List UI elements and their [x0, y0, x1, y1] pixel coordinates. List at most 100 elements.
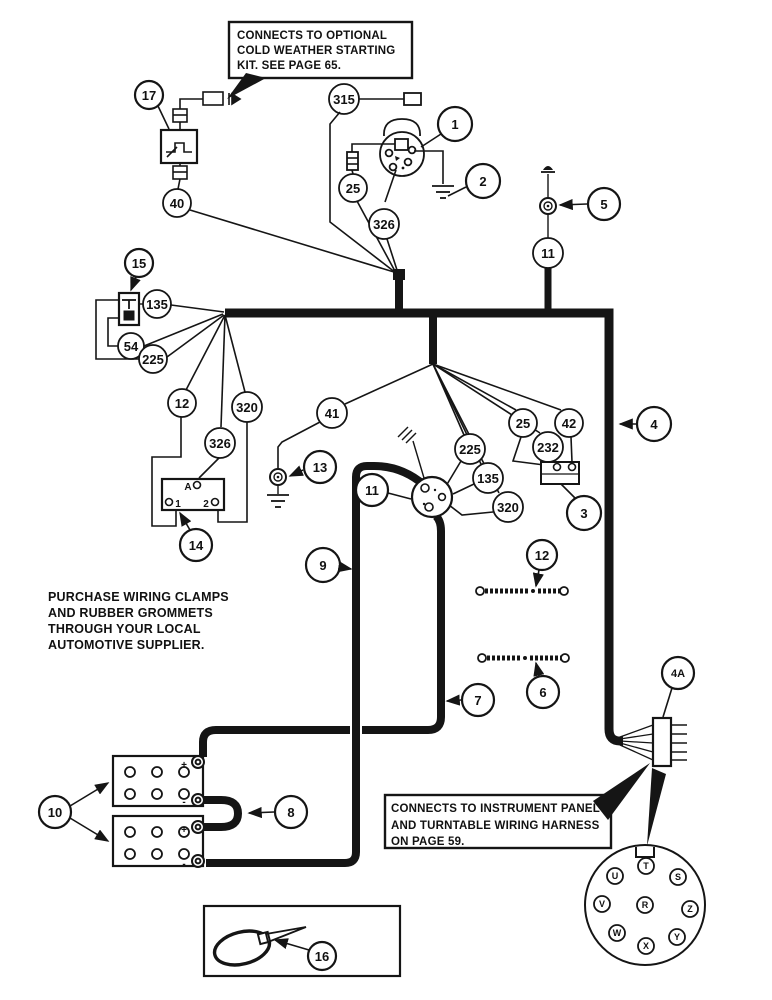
svg-text:W: W [613, 928, 622, 938]
callout-13 [302, 449, 338, 485]
wire-label-25 [338, 173, 368, 203]
callout-4a [660, 655, 696, 691]
instrument-note-box [383, 793, 613, 850]
svg-text:V: V [599, 899, 605, 909]
svg-text:8: 8 [287, 805, 294, 820]
polarity-b1-top: + [181, 760, 187, 771]
relay-17-mark [166, 146, 178, 158]
svg-text:315: 315 [333, 92, 355, 107]
wire-225-loop [95, 299, 139, 360]
cold-weather-group: CONNECTS TO OPTIONAL COLD WEATHER STARTI… [133, 20, 414, 273]
svg-text:10: 10 [48, 805, 62, 820]
note-line: KIT. SEE PAGE 65. [237, 60, 341, 72]
svg-text:T: T [643, 861, 649, 871]
jumper-cable-8 [203, 796, 243, 831]
svg-text:232: 232 [537, 440, 559, 455]
svg-text:AND RUBBER GROMMETS: AND RUBBER GROMMETS [48, 606, 213, 620]
note-pointer-wedge [593, 763, 650, 820]
relay-terminal-1 [164, 497, 174, 507]
harness-trunk [225, 308, 623, 746]
wire-326-run2 [198, 457, 220, 479]
svg-text:11: 11 [365, 483, 379, 498]
polarity-b2-top: + [181, 825, 187, 836]
wire-54-loop [107, 317, 119, 347]
callout-12 [525, 538, 559, 572]
switch-cap [383, 118, 421, 137]
svg-text:326: 326 [209, 436, 231, 451]
callout-7-arrow [445, 694, 462, 706]
wire-320-run [217, 422, 248, 523]
svg-text:54: 54 [124, 339, 139, 354]
spring-6 [477, 653, 570, 663]
connector-315 [403, 92, 422, 106]
wire-315-run [329, 111, 397, 274]
svg-text:1: 1 [175, 499, 181, 510]
callout-10-arrow [69, 817, 110, 842]
relay-17 [159, 91, 242, 190]
wire-40 [189, 209, 395, 273]
svg-text:14: 14 [189, 538, 204, 553]
hatch-mark [397, 426, 425, 479]
svg-text:2: 2 [203, 499, 209, 510]
switch-terminal [407, 145, 417, 155]
svg-text:2: 2 [479, 174, 486, 189]
callout-7 [460, 682, 496, 718]
spring-12 [475, 586, 569, 596]
svg-text:225: 225 [459, 442, 481, 457]
polarity-b1-bot: - [182, 797, 185, 808]
svg-text:25: 25 [346, 181, 360, 196]
wire-41-run [277, 421, 321, 468]
svg-text:40: 40 [170, 196, 184, 211]
relay-17-body [159, 128, 199, 165]
battery-group: + - + - 8 10 [37, 754, 309, 870]
callout-13-arrow [288, 465, 304, 477]
fan-wires [619, 724, 654, 761]
item5-group: 5 11 [532, 166, 622, 269]
svg-text:320: 320 [497, 500, 519, 515]
svg-text:225: 225 [142, 352, 164, 367]
svg-text:AND TURNTABLE WIRING HARNESS: AND TURNTABLE WIRING HARNESS [391, 820, 600, 832]
spring-items: 12 6 [475, 538, 570, 710]
wire-label-40 [162, 188, 192, 218]
cable-tie-tail [264, 926, 307, 944]
callout-17-leader [157, 105, 170, 130]
cable-tie-group: 16 [202, 904, 402, 978]
svg-text:16: 16 [315, 949, 329, 964]
wire-label-11 [532, 237, 564, 269]
svg-text:CONNECTS TO INSTRUMENT PANEL: CONNECTS TO INSTRUMENT PANEL [391, 803, 600, 815]
svg-text:135: 135 [146, 297, 168, 312]
wire-label-326 [368, 208, 400, 240]
callout-10-arrow [69, 782, 110, 807]
switch-terminal-square [394, 138, 409, 151]
callout-3-leader [560, 483, 577, 500]
connector-pointer-wedge [647, 768, 666, 846]
kit-plug [202, 91, 224, 106]
callout-1-leader [420, 133, 442, 148]
switch-terminal [403, 157, 413, 167]
callout-17-label: 17 [142, 88, 156, 103]
callout-14-arrow [179, 511, 192, 531]
connector-4a-group: 4A CONNECTS TO INSTRUMENT PANEL AND TURN… [383, 655, 696, 850]
item15-group: 15 135 54 225 [95, 247, 225, 374]
wire-label-42 [554, 408, 584, 438]
svg-text:4: 4 [650, 417, 658, 432]
relay-terminal-2 [210, 497, 220, 507]
svg-text:15: 15 [132, 256, 146, 271]
svg-text:ON PAGE 59.: ON PAGE 59. [391, 836, 465, 848]
ignition-switch [379, 118, 425, 177]
svg-text:9: 9 [319, 558, 326, 573]
cable-7 [199, 513, 445, 757]
wire-label-12 [167, 388, 197, 418]
callout-10 [37, 794, 73, 830]
ground-13 [267, 485, 289, 508]
svg-text:5: 5 [600, 197, 607, 212]
callout-3 [565, 494, 603, 532]
callout-5 [586, 186, 622, 222]
battery-1-caps [124, 766, 190, 800]
callout-6-arrow [533, 661, 545, 677]
wire-label-326b [204, 427, 236, 459]
switch-mark [395, 156, 400, 161]
callout-16-arrow [273, 938, 310, 951]
